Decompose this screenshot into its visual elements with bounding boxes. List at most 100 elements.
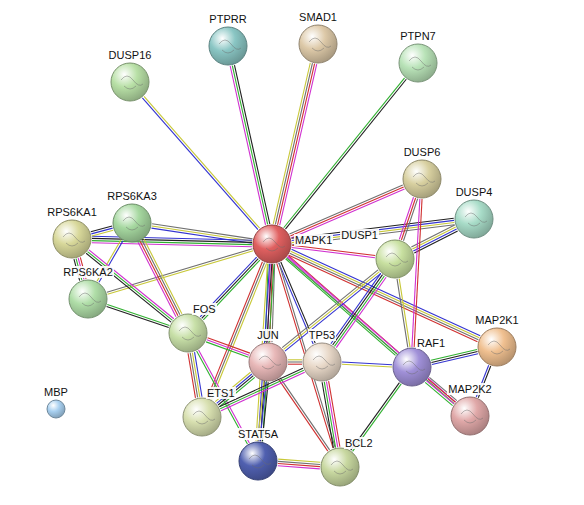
edge-strand: [144, 239, 182, 313]
edge-strand: [288, 364, 302, 365]
node-label: PTPRR: [208, 13, 247, 25]
node-label: JUN: [256, 329, 279, 341]
protein-node: MAP2K1: [477, 327, 517, 367]
node-label: SMAD1: [298, 11, 338, 23]
node-label: MAP2K2: [447, 383, 492, 395]
edge-strand: [273, 63, 310, 224]
node-label: ETS1: [206, 387, 236, 399]
edge-strand: [208, 338, 250, 353]
edge-strand: [288, 359, 302, 360]
interaction-edge: [278, 459, 321, 469]
protein-node: DUSP16: [110, 62, 150, 102]
protein-node: STAT5A: [238, 441, 278, 481]
interaction-edge: [288, 360, 302, 364]
edge-strand: [275, 63, 312, 224]
node-circle: [208, 26, 248, 66]
edge-strand: [292, 248, 375, 258]
edge-strand: [399, 279, 410, 347]
edge-strand: [334, 276, 384, 346]
node-label: RPS6KA2: [62, 266, 114, 278]
edge-strand: [92, 236, 252, 240]
node-label: DUSP16: [108, 49, 153, 61]
node-label: TP53: [308, 329, 336, 341]
edge-strand: [285, 273, 381, 351]
node-circle: [320, 447, 360, 487]
node-circle: [248, 342, 288, 382]
edge-strand: [188, 353, 195, 398]
protein-node: SMAD1: [298, 24, 338, 64]
node-circle: [52, 219, 92, 259]
node-label: MAPK1: [294, 234, 333, 246]
node-circle: [46, 399, 66, 419]
protein-node: RPS6KA1: [52, 219, 92, 259]
edge-strand: [207, 340, 249, 355]
protein-node: FOS: [168, 313, 208, 353]
interaction-edge: [230, 65, 270, 225]
node-circle: [392, 347, 432, 387]
edge-strand: [107, 249, 253, 293]
edge-strand: [322, 382, 333, 448]
node-circle: [252, 224, 292, 264]
protein-node: RPS6KA3: [112, 203, 152, 243]
edge-strand: [333, 275, 383, 345]
node-label: PTPN7: [399, 30, 436, 42]
edge-strand: [140, 241, 178, 315]
edge-strand: [278, 379, 327, 451]
interaction-edge: [206, 338, 250, 358]
protein-node: DUSP6: [402, 159, 442, 199]
interaction-edge: [342, 362, 392, 367]
protein-node: DUSP4: [454, 199, 494, 239]
edge-strand: [412, 199, 420, 347]
edge-strand: [414, 199, 422, 347]
edge-strand: [286, 259, 396, 356]
node-circle: [375, 239, 415, 279]
interaction-edge: [397, 279, 410, 348]
edge-strand: [324, 382, 335, 448]
interaction-edge: [273, 63, 316, 225]
protein-node: MAPK1: [252, 224, 292, 264]
node-label: DUSP4: [455, 186, 494, 198]
interaction-edge: [92, 236, 252, 247]
node-circle: [112, 203, 152, 243]
protein-node: PTPRR: [208, 26, 248, 66]
edge-strand: [431, 349, 477, 360]
node-circle: [398, 43, 438, 83]
node-circle: [238, 441, 278, 481]
edge-strand: [280, 378, 329, 450]
edge-strand: [206, 342, 248, 357]
protein-node: TP53: [302, 342, 342, 382]
protein-node: DUSP1: [375, 239, 415, 279]
node-circle: [477, 327, 517, 367]
edge-strand: [397, 279, 408, 347]
node-label: STAT5A: [237, 428, 279, 440]
protein-node: ETS1: [182, 397, 222, 437]
node-label: FOS: [192, 303, 217, 315]
edge-strand: [336, 277, 386, 347]
protein-node: JUN: [248, 342, 288, 382]
edge-strand: [280, 64, 317, 225]
edge-strand: [432, 354, 478, 365]
edge-strand: [431, 352, 477, 363]
edge-strand: [230, 66, 265, 225]
edge-strand: [278, 466, 320, 469]
interaction-edge: [188, 352, 202, 398]
edge-strand: [412, 227, 455, 249]
protein-node: RPS6KA2: [68, 279, 108, 319]
edge-strand: [142, 240, 180, 314]
protein-node: MBP: [46, 399, 66, 419]
edge-strand: [152, 224, 252, 239]
interaction-edge: [278, 378, 329, 451]
edge-strand: [331, 273, 381, 343]
node-label: RPS6KA3: [106, 190, 158, 202]
node-label: DUSP1: [340, 229, 379, 241]
node-circle: [68, 279, 108, 319]
edge-strand: [232, 66, 267, 225]
node-label: DUSP6: [403, 146, 442, 158]
interaction-edge: [399, 197, 417, 241]
node-circle: [402, 159, 442, 199]
node-label: RAF1: [416, 337, 446, 349]
interaction-edge: [138, 239, 182, 316]
node-label: MBP: [43, 386, 69, 398]
